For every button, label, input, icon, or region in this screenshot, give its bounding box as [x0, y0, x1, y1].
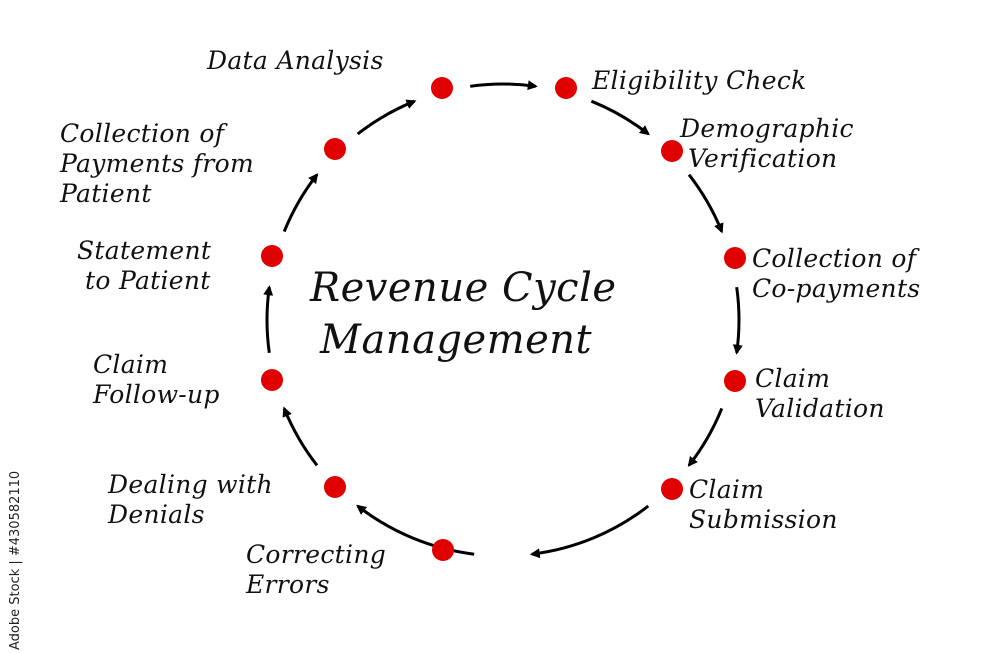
node-label-line: Payments from	[60, 149, 255, 178]
node-label-line: Errors	[246, 570, 330, 599]
arrow-denials-to-followup	[282, 406, 319, 467]
node-label-line: Data Analysis	[207, 46, 384, 75]
node-label-data-analysis: Data Analysis	[207, 46, 384, 76]
node-label-line: Collection of	[60, 119, 225, 148]
node-label-line: Verification	[688, 144, 838, 173]
node-label-line: Correcting	[246, 540, 387, 569]
node-dot-eligibility-check	[555, 77, 577, 99]
node-dot-claim-submission	[661, 478, 683, 500]
node-label-line: Eligibility Check	[592, 66, 807, 95]
node-label-dealing-with-denials: Dealing with Denials	[108, 470, 273, 530]
node-label-eligibility-check: Eligibility Check	[592, 66, 807, 96]
arrow-statement-to-collection	[282, 173, 319, 233]
node-label-demographic-verification: Demographic Verification	[680, 114, 854, 174]
node-label-line: Demographic	[680, 114, 854, 143]
node-dot-collection-of-payments	[324, 138, 346, 160]
arrow-eligibility-to-demographic	[590, 99, 650, 136]
node-label-correcting-errors: Correcting Errors	[246, 540, 386, 600]
node-label-claim-follow-up: Claim Follow-up	[93, 350, 220, 410]
node-dot-collection-of-copayments	[724, 247, 746, 269]
node-label-line: Submission	[689, 505, 838, 534]
node-dot-dealing-with-denials	[324, 476, 346, 498]
node-dot-statement-to-patient	[261, 245, 283, 267]
node-label-line: Dealing with	[108, 470, 273, 499]
node-label-line: Statement	[77, 236, 212, 265]
node-dot-demographic-verification	[661, 140, 683, 162]
node-label-line: Denials	[108, 500, 205, 529]
arrow-submission-to-correcting	[529, 504, 650, 559]
arrow-followup-to-statement	[263, 285, 274, 354]
node-dot-correcting-errors	[432, 539, 454, 561]
node-label-claim-validation: Claim Validation	[755, 364, 885, 424]
node-label-collection-of-copayments: Collection of Co-payments	[752, 244, 920, 304]
arrow-correcting-to-denials	[356, 504, 475, 556]
node-label-line: Validation	[755, 394, 885, 423]
node-label-statement-to-patient: Statement to Patient	[77, 236, 211, 296]
node-label-line: Follow-up	[93, 380, 220, 409]
arrow-data-to-eligibility	[469, 80, 538, 91]
node-label-line: to Patient	[85, 266, 211, 295]
diagram-title: Revenue Cycle Management	[310, 262, 700, 366]
arrow-demographic-to-copayments	[687, 173, 724, 234]
node-label-line: Collection of	[752, 244, 917, 273]
node-label-claim-submission: Claim Submission	[689, 475, 838, 535]
arrow-validation-to-submission	[687, 407, 724, 467]
title-line-2: Management	[320, 317, 593, 363]
node-label-line: Co-payments	[752, 274, 921, 303]
title-line-1: Revenue Cycle	[310, 265, 617, 311]
stock-watermark: Adobe Stock | #430582110	[8, 470, 23, 650]
node-label-line: Patient	[60, 179, 152, 208]
node-label-line: Claim	[689, 475, 765, 504]
arrow-collection-to-data	[356, 99, 417, 136]
node-label-line: Claim	[93, 350, 169, 379]
node-dot-claim-validation	[724, 370, 746, 392]
node-label-line: Claim	[755, 364, 831, 393]
arrow-copayments-to-validation	[732, 286, 743, 355]
node-dot-claim-follow-up	[261, 369, 283, 391]
node-label-collection-of-payments: Collection of Payments from Patient	[60, 119, 254, 209]
node-dot-data-analysis	[431, 77, 453, 99]
